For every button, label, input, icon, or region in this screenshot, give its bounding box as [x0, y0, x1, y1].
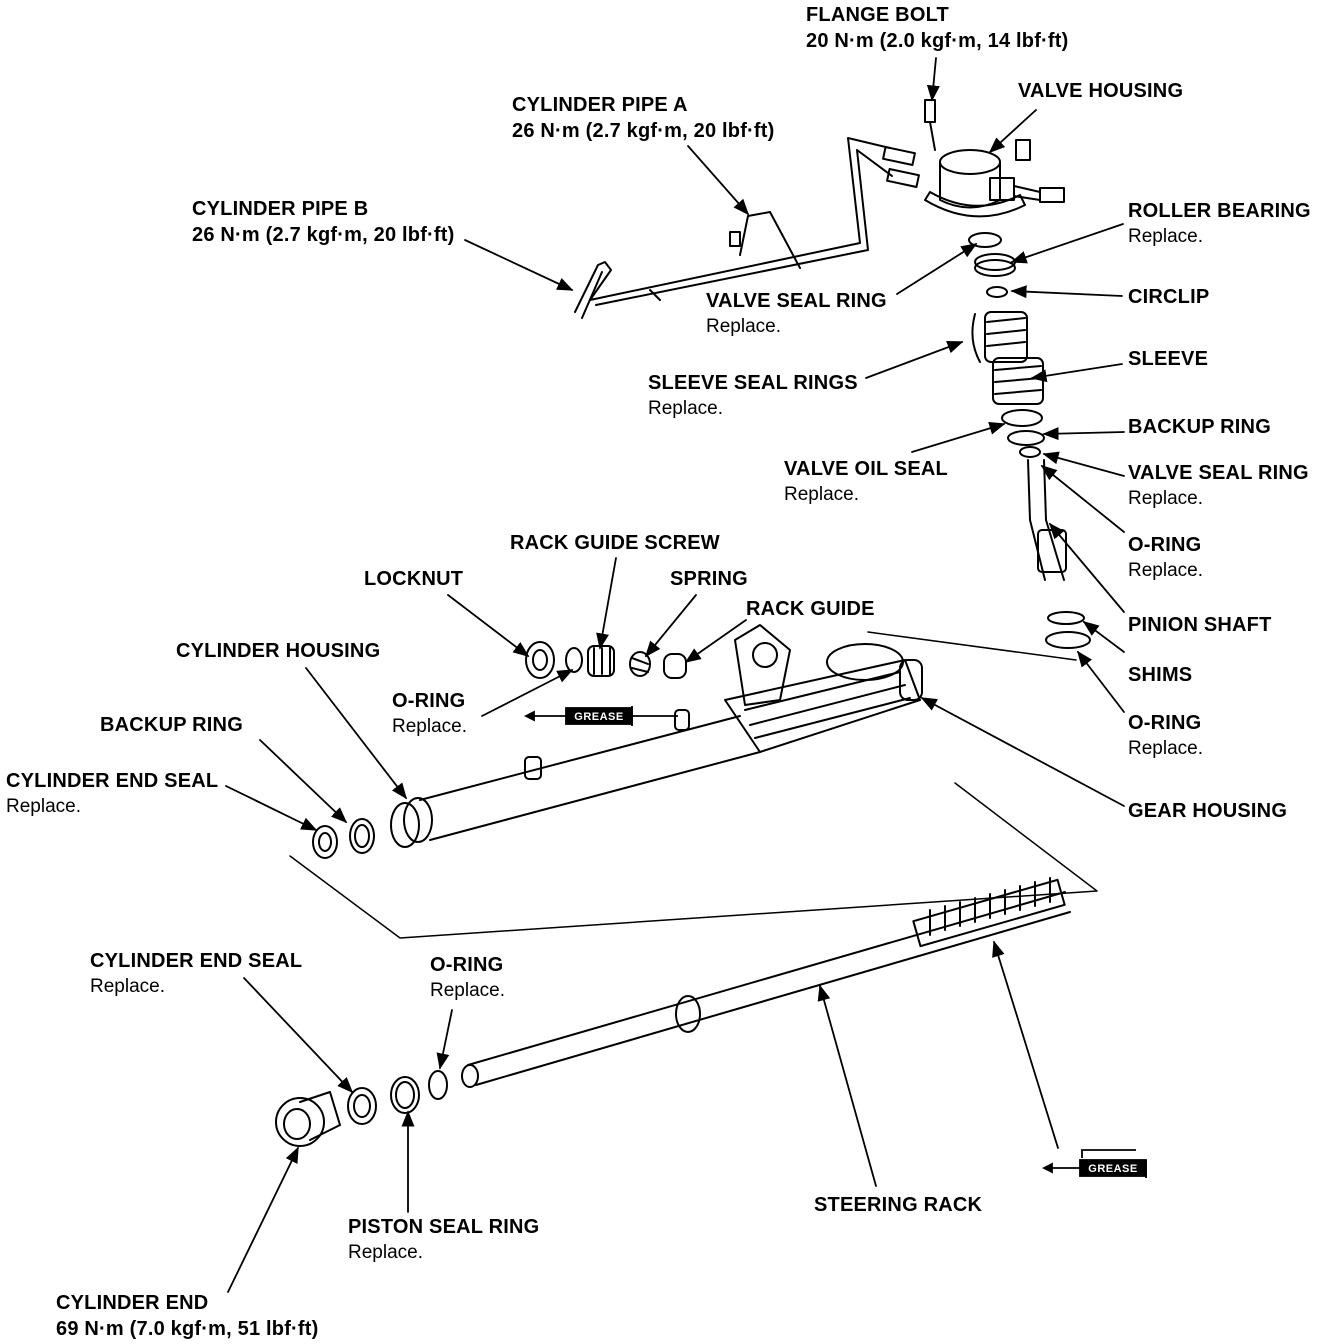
- lower-end-parts: [275, 1070, 448, 1147]
- label-title: GEAR HOUSING: [1128, 800, 1288, 822]
- grease-gun-icon: [523, 706, 678, 726]
- label-title: FLANGE BOLT: [806, 4, 949, 26]
- label-title: VALVE HOUSING: [1018, 80, 1184, 102]
- label-title: LOCKNUT: [364, 568, 464, 590]
- label-note: Replace.: [392, 716, 467, 737]
- label-title: BACKUP RING: [100, 714, 243, 736]
- label-valve-seal-ring-top: VALVE SEAL RING Replace.: [706, 288, 887, 340]
- cylinder-pipes: [574, 137, 920, 319]
- label-title: CYLINDER PIPE B: [192, 198, 369, 220]
- grease-callout-upper: GREASE: [523, 706, 678, 726]
- leader-lines: [225, 57, 1125, 1293]
- steering-rack-shaft: [461, 877, 1071, 1088]
- label-sleeve-seal-rings: SLEEVE SEAL RINGS Replace.: [648, 370, 858, 422]
- upper-end-seals: [312, 818, 375, 859]
- cylinder-housing-assembly: [390, 624, 923, 848]
- label-title: RACK GUIDE: [746, 598, 875, 620]
- label-cylinder-housing: CYLINDER HOUSING: [176, 638, 380, 664]
- label-rack-guide-screw: RACK GUIDE SCREW: [510, 530, 720, 556]
- label-note: Replace.: [6, 796, 81, 817]
- label-pinion-shaft: PINION SHAFT: [1128, 612, 1272, 638]
- valve-housing: [924, 99, 1065, 218]
- label-title: SLEEVE: [1128, 348, 1209, 370]
- grease-label-lower: GREASE: [1088, 1163, 1137, 1175]
- label-note: Replace.: [648, 398, 723, 419]
- label-title: CYLINDER END: [56, 1292, 209, 1314]
- label-title: PINION SHAFT: [1128, 614, 1272, 636]
- label-title: VALVE SEAL RING: [1128, 462, 1309, 484]
- label-title: O-RING: [1128, 712, 1202, 734]
- label-backup-ring-left: BACKUP RING: [100, 712, 243, 738]
- label-o-ring-housing: O-RING Replace.: [1128, 710, 1203, 762]
- label-valve-oil-seal: VALVE OIL SEAL Replace.: [784, 456, 948, 508]
- label-roller-bearing: ROLLER BEARING Replace.: [1128, 198, 1311, 250]
- label-note: Replace.: [1128, 488, 1203, 509]
- label-title: SHIMS: [1128, 664, 1193, 686]
- grease-callout-lower: GREASE: [1041, 1149, 1147, 1178]
- label-piston-seal-ring: PISTON SEAL RING Replace.: [348, 1214, 539, 1266]
- label-title: RACK GUIDE SCREW: [510, 532, 720, 554]
- label-title: CYLINDER END SEAL: [90, 950, 303, 972]
- label-cylinder-end-seal-lower: CYLINDER END SEAL Replace.: [90, 948, 302, 1000]
- grease-label-upper: GREASE: [574, 711, 623, 723]
- label-title: ROLLER BEARING: [1128, 200, 1311, 222]
- label-title: VALVE OIL SEAL: [784, 458, 948, 480]
- label-torque: 20 N·m (2.0 kgf·m, 14 lbf·ft): [806, 30, 1069, 52]
- label-o-ring-rack: O-RING Replace.: [430, 952, 505, 1004]
- label-valve-housing: VALVE HOUSING: [1018, 78, 1183, 104]
- label-note: Replace.: [784, 484, 859, 505]
- label-title: CYLINDER END SEAL: [6, 770, 219, 792]
- label-spring: SPRING: [670, 566, 748, 592]
- label-title: CYLINDER PIPE A: [512, 94, 688, 116]
- label-shims: SHIMS: [1128, 662, 1192, 688]
- label-title: O-RING: [430, 954, 504, 976]
- label-title: STEERING RACK: [814, 1194, 983, 1216]
- label-note: Replace.: [1128, 738, 1203, 759]
- pinion-stack: [968, 232, 1091, 649]
- label-cylinder-end-seal-upper: CYLINDER END SEAL Replace.: [6, 768, 218, 820]
- label-note: Replace.: [90, 976, 165, 997]
- label-note: Replace.: [348, 1242, 423, 1263]
- label-title: O-RING: [392, 690, 466, 712]
- label-torque: 69 N·m (7.0 kgf·m, 51 lbf·ft): [56, 1318, 319, 1340]
- label-o-ring-guide: O-RING Replace.: [392, 688, 467, 740]
- label-o-ring-pinion: O-RING Replace.: [1128, 532, 1203, 584]
- label-title: PISTON SEAL RING: [348, 1216, 540, 1238]
- label-circlip: CIRCLIP: [1128, 284, 1209, 310]
- label-title: VALVE SEAL RING: [706, 290, 887, 312]
- label-note: Replace.: [706, 316, 781, 337]
- alignment-lines: [289, 631, 1098, 939]
- label-note: Replace.: [1128, 226, 1203, 247]
- label-locknut: LOCKNUT: [364, 566, 463, 592]
- label-torque: 26 N·m (2.7 kgf·m, 20 lbf·ft): [192, 224, 455, 246]
- rack-guide-parts: [525, 641, 687, 679]
- label-steering-rack: STEERING RACK: [814, 1192, 982, 1218]
- label-backup-ring-right: BACKUP RING: [1128, 414, 1271, 440]
- label-title: SPRING: [670, 568, 748, 590]
- label-sleeve: SLEEVE: [1128, 346, 1208, 372]
- label-title: O-RING: [1128, 534, 1202, 556]
- label-note: Replace.: [430, 980, 505, 1001]
- label-title: CYLINDER HOUSING: [176, 640, 381, 662]
- label-cylinder-pipe-b: CYLINDER PIPE B 26 N·m (2.7 kgf·m, 20 lb…: [192, 196, 455, 248]
- label-title: CIRCLIP: [1128, 286, 1210, 308]
- label-gear-housing: GEAR HOUSING: [1128, 798, 1287, 824]
- label-title: SLEEVE SEAL RINGS: [648, 372, 858, 394]
- label-cylinder-end: CYLINDER END 69 N·m (7.0 kgf·m, 51 lbf·f…: [56, 1290, 319, 1342]
- label-flange-bolt: FLANGE BOLT 20 N·m (2.0 kgf·m, 14 lbf·ft…: [806, 2, 1069, 54]
- label-cylinder-pipe-a: CYLINDER PIPE A 26 N·m (2.7 kgf·m, 20 lb…: [512, 92, 775, 144]
- label-torque: 26 N·m (2.7 kgf·m, 20 lbf·ft): [512, 120, 775, 142]
- grease-gun-icon: [1041, 1149, 1147, 1178]
- label-valve-seal-ring-right: VALVE SEAL RING Replace.: [1128, 460, 1309, 512]
- label-title: BACKUP RING: [1128, 416, 1271, 438]
- label-note: Replace.: [1128, 560, 1203, 581]
- label-rack-guide: RACK GUIDE: [746, 596, 875, 622]
